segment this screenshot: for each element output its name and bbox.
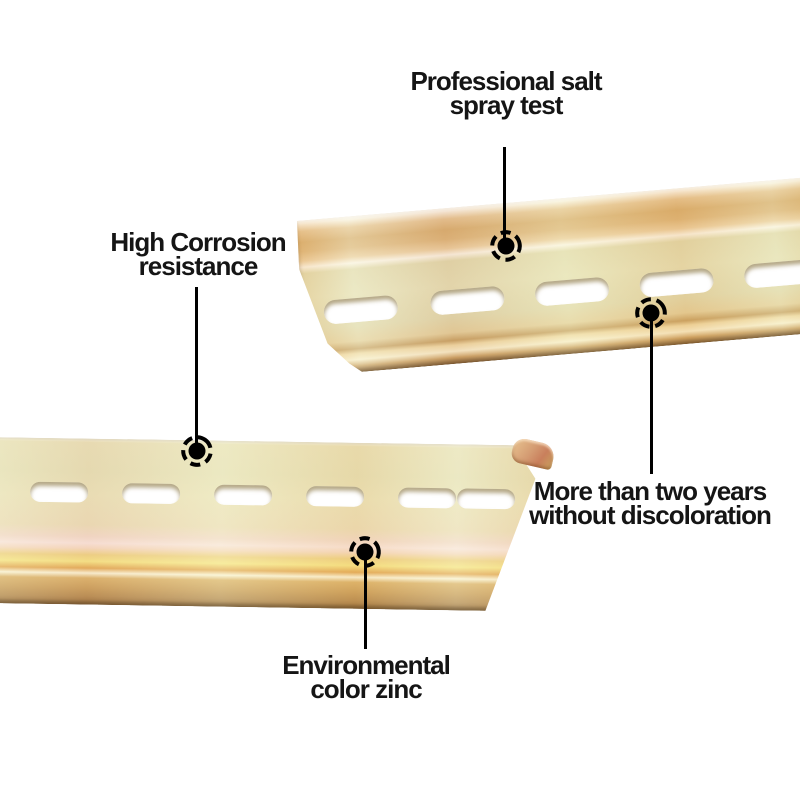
leader-line-color-zinc bbox=[364, 552, 367, 649]
callout-label-discoloration: More than two years without discoloratio… bbox=[529, 476, 772, 530]
callout-label-line: Environmental bbox=[282, 650, 451, 680]
target-dot-icon bbox=[181, 435, 213, 467]
callout-label-line: More than two years bbox=[533, 476, 767, 506]
rail-slot-hole bbox=[398, 487, 456, 508]
leader-line-salt-spray bbox=[503, 147, 506, 246]
rail-slot-hole bbox=[306, 486, 364, 507]
callout-label-line: spray test bbox=[449, 89, 564, 120]
rail-slot-hole bbox=[743, 259, 800, 289]
target-dot-icon bbox=[490, 230, 522, 262]
target-dot-icon bbox=[635, 297, 667, 329]
rail-slot-hole bbox=[323, 295, 399, 325]
rail-slot-hole bbox=[534, 276, 610, 306]
callout-label-color-zinc: Environmental color zinc bbox=[282, 650, 451, 704]
callout-label-line: Professional salt bbox=[410, 66, 602, 96]
callout-label-line: High Corrosion bbox=[110, 227, 286, 257]
din-rail-lower bbox=[0, 437, 548, 612]
rail-slot-hole bbox=[122, 483, 180, 504]
leader-line-corrosion bbox=[195, 287, 198, 451]
rail-slot-hole bbox=[457, 488, 515, 509]
rail-slot-hole bbox=[30, 482, 88, 503]
rail-slot-hole bbox=[639, 268, 715, 298]
rail-slot-hole bbox=[430, 285, 506, 315]
din-rail-upper bbox=[295, 176, 800, 377]
callout-label-corrosion: High Corrosion resistance bbox=[110, 227, 286, 281]
callout-label-line: color zinc bbox=[310, 673, 422, 704]
leader-line-discoloration bbox=[650, 313, 653, 474]
callout-label-line: without discoloration bbox=[529, 499, 772, 530]
callout-label-salt-spray: Professional salt spray test bbox=[410, 66, 602, 120]
rail-slot-hole bbox=[214, 485, 272, 506]
callout-label-line: resistance bbox=[138, 250, 259, 281]
target-dot-icon bbox=[349, 536, 381, 568]
